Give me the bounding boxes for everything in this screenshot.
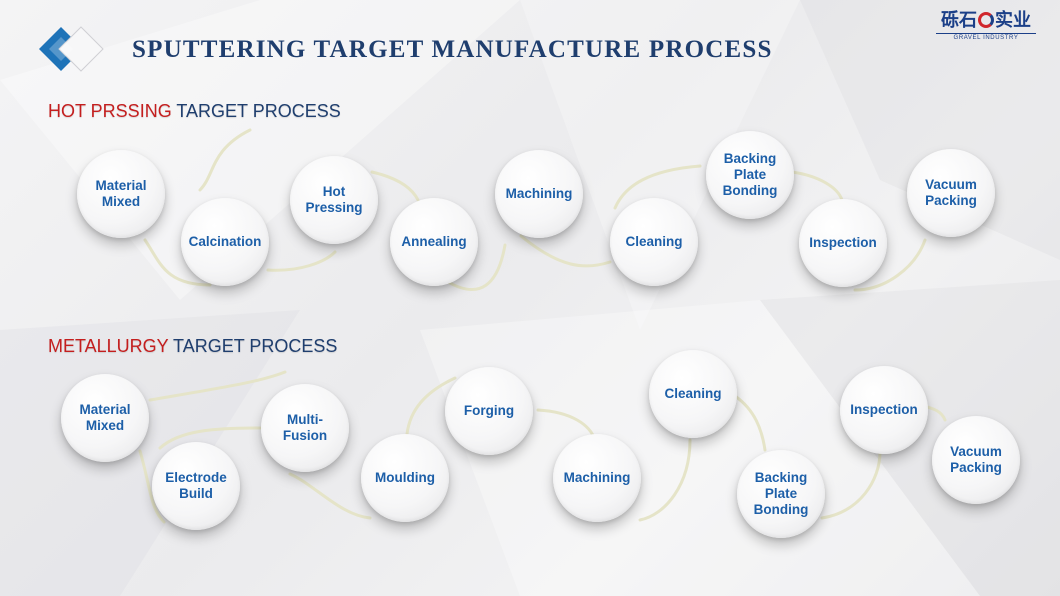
hp-step-machining: Machining [495,150,583,238]
mt-step-moulding: Moulding [361,434,449,522]
logo-mark-icon [978,12,994,28]
mt-step-multi-fusion: Multi-Fusion [261,384,349,472]
hp-step-backing-plate-bonding: Backing Plate Bonding [706,131,794,219]
mt-step-vacuum-packing: Vacuum Packing [932,416,1020,504]
section-title-hot-pressing: HOT PRSSING TARGET PROCESS [48,101,341,121]
mt-step-cleaning: Cleaning [649,350,737,438]
mt-step-electrode-build: Electrode Build [152,442,240,530]
mt-step-forging: Forging [445,367,533,455]
mt-step-material-mixed: Material Mixed [61,374,149,462]
mt-step-machining: Machining [553,434,641,522]
back-arrow-icon[interactable] [37,25,107,73]
mt-step-inspection: Inspection [840,366,928,454]
page-title: SPUTTERING TARGET MANUFACTURE PROCESS [132,36,773,63]
hp-step-annealing: Annealing [390,198,478,286]
hp-step-cleaning: Cleaning [610,198,698,286]
company-logo: 砾石实业 GRAVEL INDUSTRY [936,10,1036,41]
hp-step-calcination: Calcination [181,198,269,286]
mt-step-backing-plate-bonding: Backing Plate Bonding [737,450,825,538]
hp-step-vacuum-packing: Vacuum Packing [907,149,995,237]
section-title-metallurgy: METALLURGY TARGET PROCESS [48,336,338,356]
hp-step-inspection: Inspection [799,199,887,287]
hp-step-hot-pressing: Hot Pressing [290,156,378,244]
hp-step-material-mixed: Material Mixed [77,150,165,238]
